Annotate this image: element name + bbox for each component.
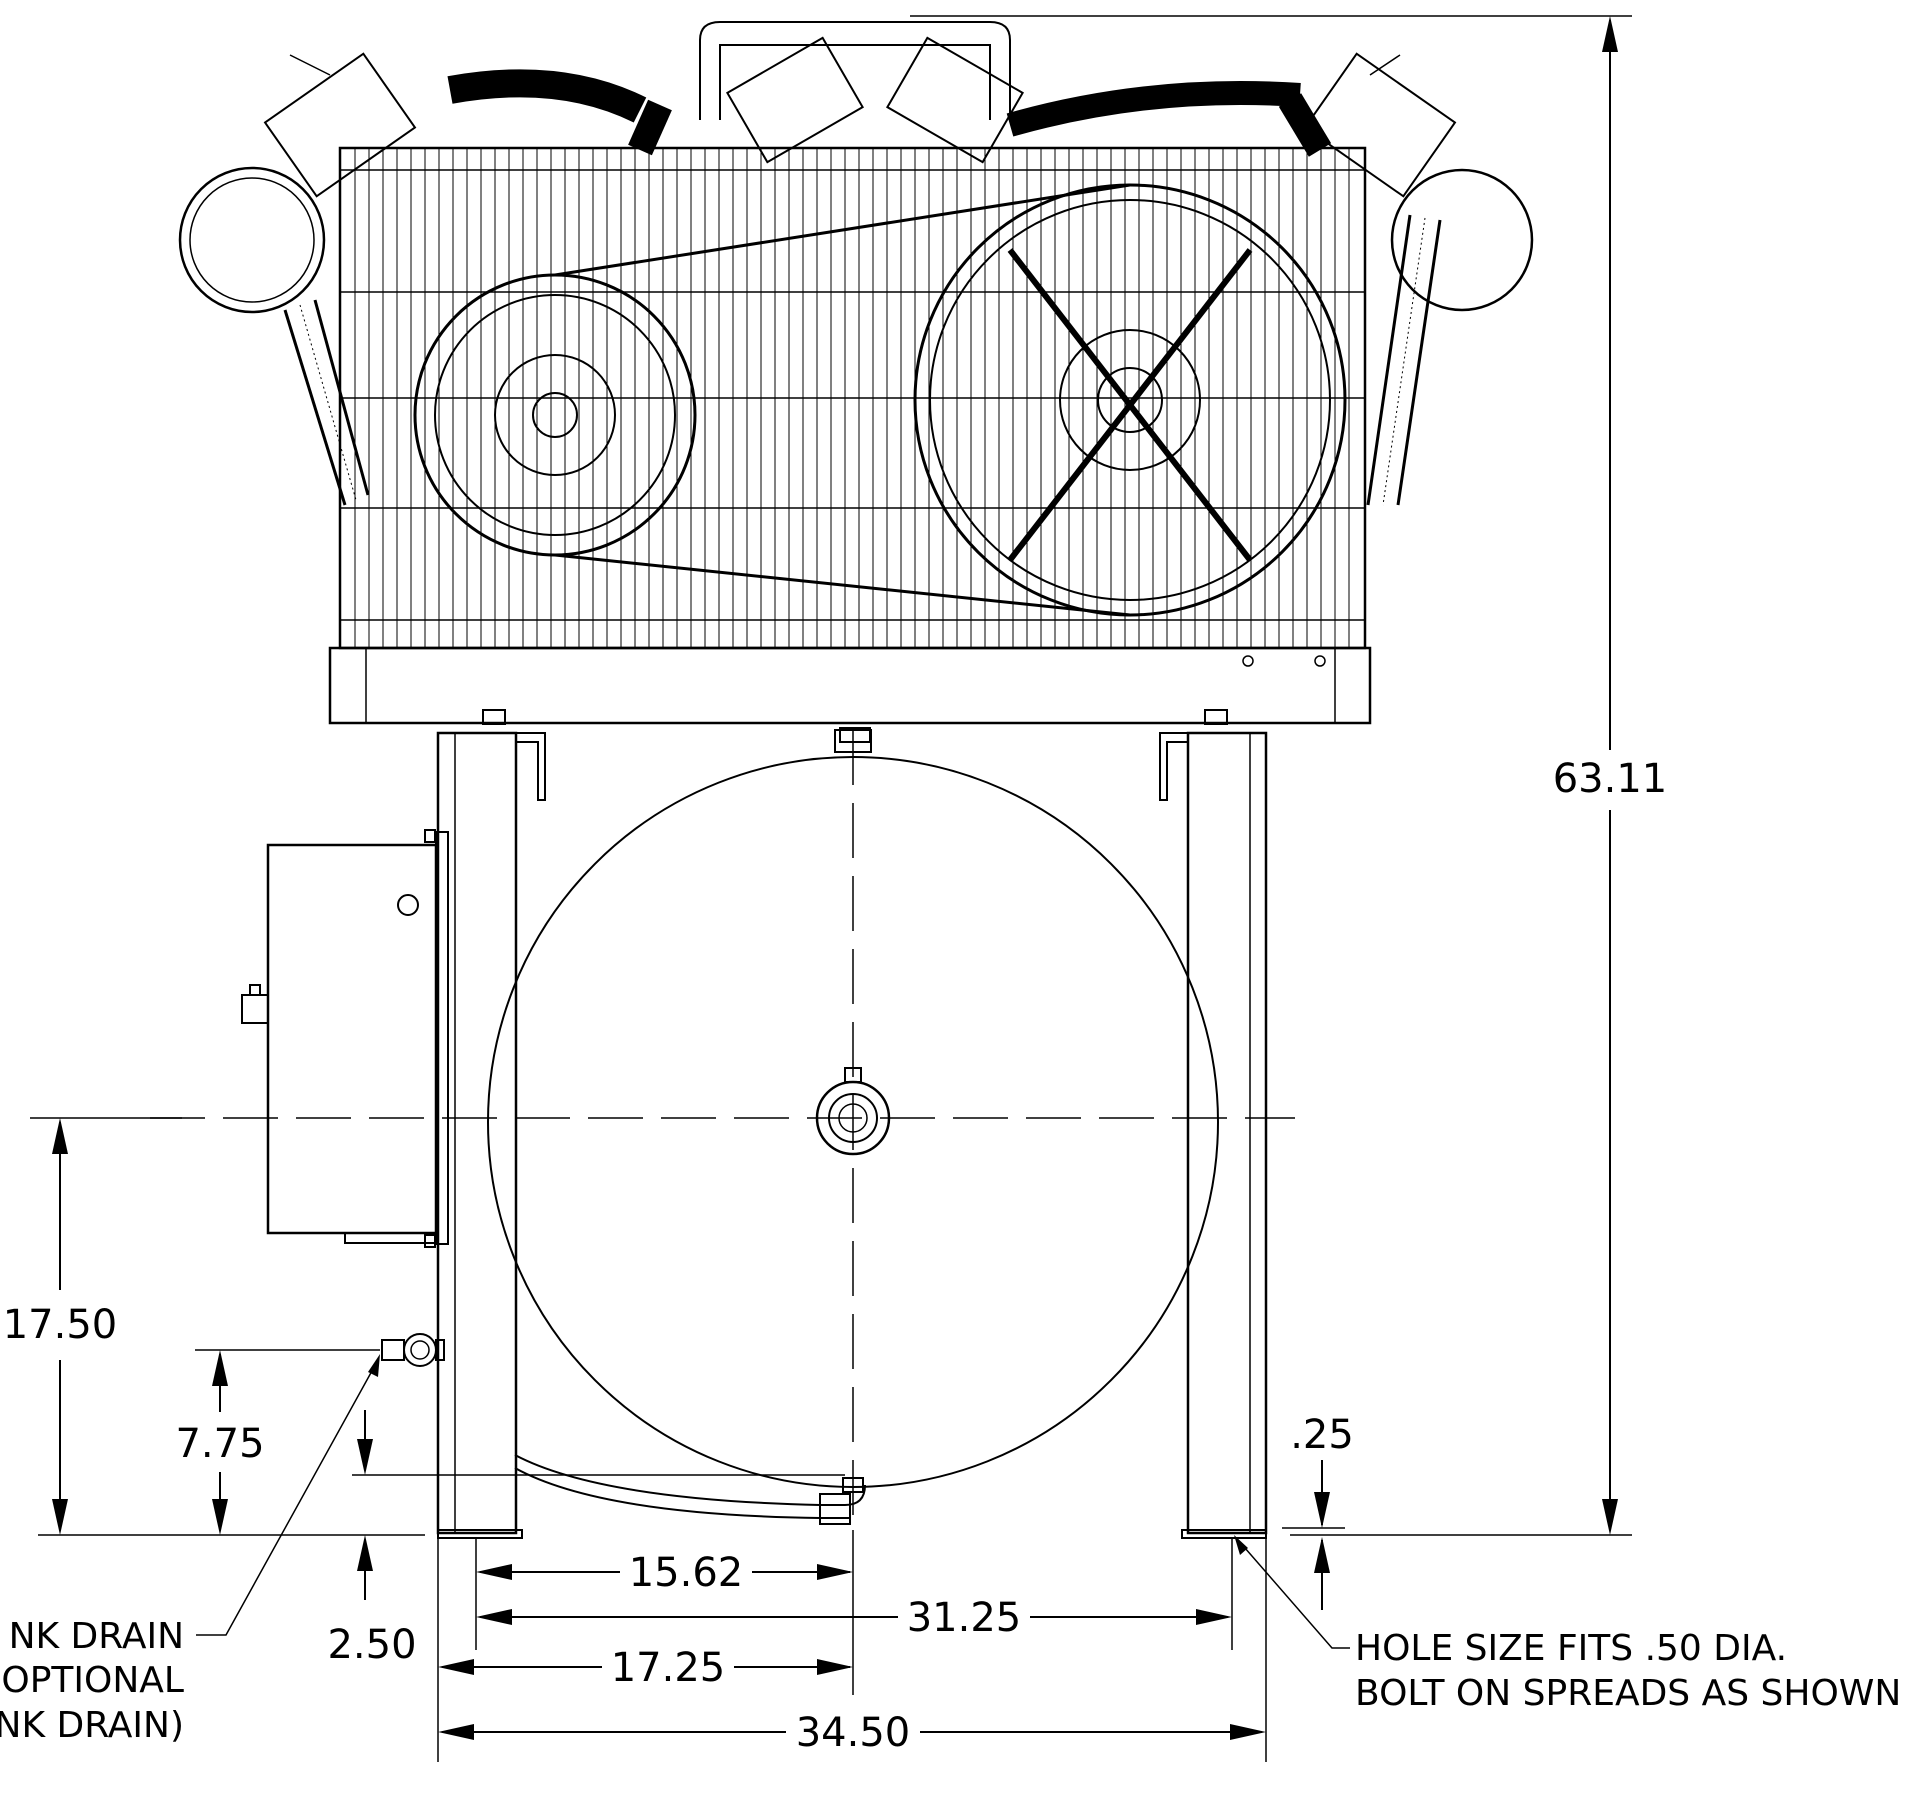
overall-width-label: 34.50 <box>796 1710 911 1756</box>
dimension-center-to-foot-outer: 17.25 <box>438 1645 853 1691</box>
dimension-base-plate: .25 <box>1282 1412 1354 1610</box>
drain-height-label: 7.75 <box>175 1421 264 1467</box>
dimension-center-to-foot-inner: 15.62 <box>476 1550 853 1596</box>
right-cooling-tube <box>1366 214 1442 506</box>
dimension-tank-center-height: 17.50 <box>3 1117 425 1536</box>
hole-size-note: HOLE SIZE FITS .50 DIA. BOLT ON SPREADS … <box>1234 1535 1901 1714</box>
flywheel-pulley <box>913 183 1347 617</box>
horizontal-extension-lines <box>437 1530 1267 1762</box>
drain-note: NK DRAIN OPTIONAL NK DRAIN) <box>0 1354 380 1746</box>
control-box <box>241 829 449 1248</box>
motor-pulley <box>413 273 697 557</box>
drain-note-line2: OPTIONAL <box>1 1660 184 1701</box>
drain-offset-label: 2.50 <box>327 1622 416 1668</box>
center-to-foot-inner-label: 15.62 <box>629 1550 744 1596</box>
dimension-foot-hole-spacing: 31.25 <box>476 1595 1232 1641</box>
drive-belt <box>554 183 1131 617</box>
drain-note-line3: NK DRAIN) <box>0 1705 184 1746</box>
drain-valve <box>381 1333 445 1367</box>
dimension-overall-width: 34.50 <box>438 1710 1266 1756</box>
cylinder-heads <box>263 21 1457 198</box>
base-plate-label: .25 <box>1290 1412 1354 1458</box>
center-to-foot-outer-label: 17.25 <box>611 1645 726 1691</box>
left-cooling-tube <box>283 299 370 506</box>
compressor-pump-assembly <box>178 21 1534 743</box>
right-leg <box>1159 731 1268 1539</box>
dimension-drain-offset: 2.50 <box>327 1410 845 1668</box>
tank-center-height-label: 17.50 <box>3 1302 118 1348</box>
right-intake-filter <box>1390 168 1534 312</box>
left-intake-filter <box>178 166 326 314</box>
pump-base-plate <box>328 646 1372 725</box>
dimension-drain-height: 7.75 <box>175 1349 380 1535</box>
tank-centerlines <box>150 730 1295 1530</box>
hole-note-line1: HOLE SIZE FITS .50 DIA. <box>1355 1628 1787 1669</box>
foot-hole-spacing-label: 31.25 <box>907 1595 1022 1641</box>
hole-note-line2: BOLT ON SPREADS AS SHOWN <box>1355 1673 1901 1714</box>
top-cooling-coils <box>447 69 1332 157</box>
left-leg <box>436 731 546 1539</box>
overall-height-label: 63.11 <box>1553 756 1668 802</box>
dimension-overall-height: 63.11 <box>910 15 1668 1536</box>
drain-note-line1: NK DRAIN <box>9 1616 184 1657</box>
